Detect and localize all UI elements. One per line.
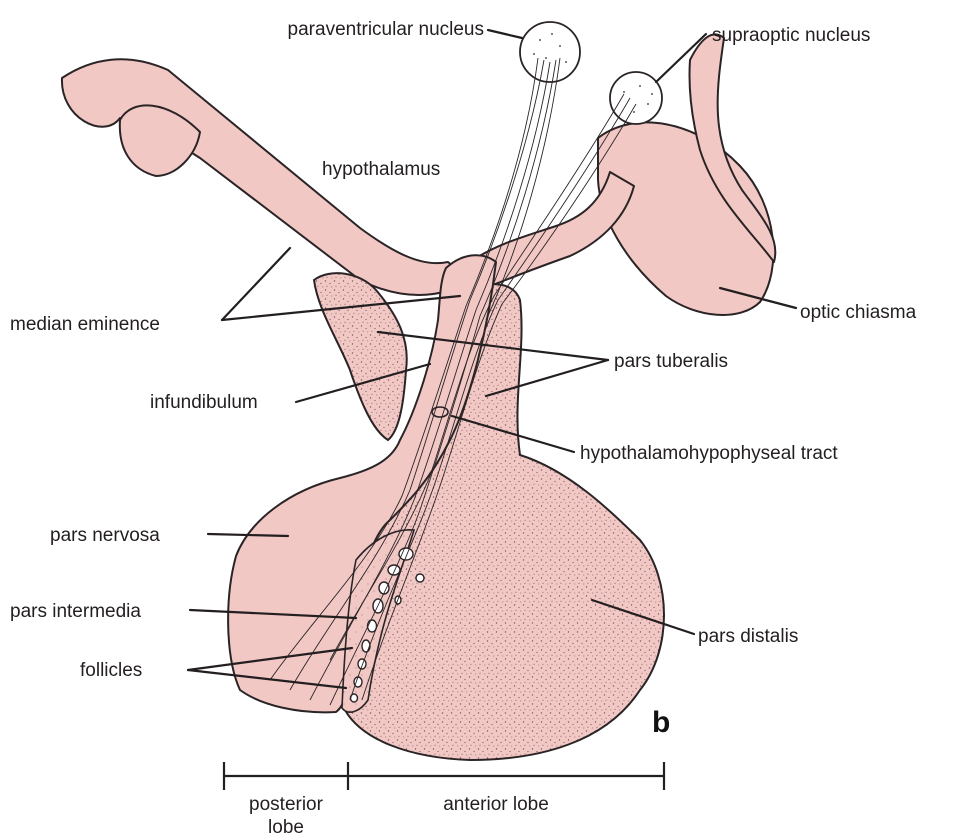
label-median-eminence: median eminence <box>10 314 160 335</box>
label-supraoptic-nucleus: supraoptic nucleus <box>712 25 870 46</box>
label-pars-intermedia: pars intermedia <box>10 601 141 622</box>
label-anterior-lobe: anterior lobe <box>443 794 549 815</box>
label-pars-tuberalis: pars tuberalis <box>614 351 728 372</box>
label-paraventricular-nucleus: paraventricular nucleus <box>288 19 484 40</box>
label-pars-distalis: pars distalis <box>698 626 798 647</box>
label-pars-nervosa: pars nervosa <box>50 525 160 546</box>
label-follicles: follicles <box>80 660 142 681</box>
label-posterior-lobe-line2: lobe <box>268 817 304 836</box>
label-hypothalamohypophyseal-tract: hypothalamohypophyseal tract <box>580 443 838 464</box>
paraventricular-nucleus-body <box>520 22 580 82</box>
label-infundibulum: infundibulum <box>150 392 258 413</box>
lobe-scale-bar <box>224 762 664 790</box>
pars-tuberalis-left-shape <box>314 273 407 440</box>
label-optic-chiasma: optic chiasma <box>800 302 917 323</box>
supraoptic-nucleus-body <box>610 72 662 124</box>
label-posterior-lobe-line1: posterior <box>249 794 324 815</box>
label-hypothalamus: hypothalamus <box>322 159 440 180</box>
panel-letter: b <box>652 706 670 739</box>
